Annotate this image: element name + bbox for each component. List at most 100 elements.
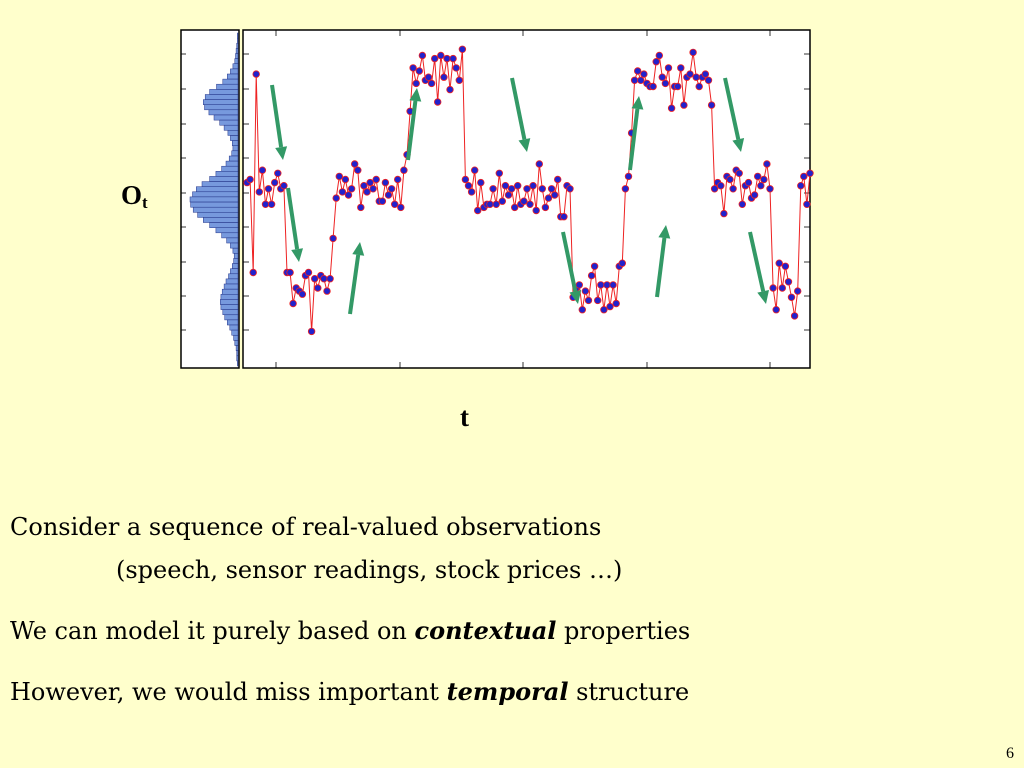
histogram-bar: [227, 319, 239, 326]
trend-arrow-shaft: [270, 84, 284, 148]
data-point: [726, 175, 734, 184]
data-point: [710, 185, 719, 193]
data-point: [797, 181, 805, 190]
histogram-bar: [223, 283, 239, 290]
data-point: [575, 281, 583, 289]
data-point: [351, 160, 359, 168]
data-point: [258, 166, 267, 174]
data-point: [369, 185, 377, 193]
data-point: [452, 64, 460, 72]
data-point: [560, 212, 568, 221]
line-3-post: properties: [556, 617, 691, 645]
data-point: [760, 175, 768, 184]
data-point: [744, 178, 753, 187]
data-point: [594, 296, 602, 305]
data-point: [357, 203, 365, 212]
data-point: [360, 181, 368, 190]
histogram-bar: [219, 119, 239, 126]
trend-arrows: [270, 77, 769, 315]
histogram-bar: [215, 227, 239, 234]
data-point: [590, 262, 599, 270]
data-point: [424, 73, 433, 81]
data-point: [246, 175, 254, 184]
y-axis-label-sub: t: [142, 193, 148, 212]
data-point: [649, 82, 657, 91]
bullet-line-1: Consider a sequence of real-valued obser…: [10, 513, 602, 541]
data-point: [630, 76, 639, 84]
data-point: [609, 281, 617, 289]
histogram-bar: [232, 247, 239, 254]
trend-arrow-head: [757, 290, 769, 304]
data-point: [624, 172, 633, 181]
histogram-bar: [231, 329, 239, 336]
histogram-bar: [232, 140, 239, 146]
data-point: [397, 203, 405, 212]
histogram-ticks: [181, 53, 186, 331]
data-point: [271, 178, 279, 187]
data-point: [489, 185, 497, 193]
data-point: [320, 275, 328, 283]
histogram-bar: [225, 278, 239, 285]
data-point: [526, 200, 534, 208]
data-point: [658, 73, 666, 81]
data-point: [787, 293, 796, 301]
histogram-bar: [213, 114, 239, 121]
trend-arrow-shaft: [748, 231, 766, 292]
histogram-bar: [204, 104, 239, 111]
histogram-bar: [225, 160, 239, 167]
histogram-bar: [190, 201, 239, 208]
histogram-bar: [232, 63, 239, 70]
histogram-bar: [222, 78, 239, 85]
histogram-bars: [189, 32, 239, 367]
data-point: [695, 82, 703, 91]
histogram-bar: [230, 68, 239, 75]
data-point: [329, 234, 337, 243]
data-point: [384, 191, 393, 199]
histogram-bar: [209, 176, 239, 182]
histogram-bar: [236, 42, 239, 49]
histogram-bar: [227, 130, 239, 136]
data-point: [547, 185, 556, 193]
data-point: [686, 70, 694, 78]
data-point: [431, 54, 439, 63]
data-point: [280, 181, 288, 190]
data-point: [701, 70, 710, 78]
histogram-bar: [228, 273, 239, 280]
histogram-bar: [203, 217, 239, 223]
data-point: [264, 185, 273, 193]
data-point: [492, 200, 500, 208]
y-axis-label: Ot: [121, 180, 148, 213]
data-point: [249, 268, 257, 277]
histogram-bar: [226, 237, 239, 244]
data-point: [311, 275, 319, 283]
histogram-bar: [220, 299, 239, 305]
trend-arrow-shaft: [561, 231, 578, 292]
data-point: [689, 48, 697, 57]
page-number: 6: [1006, 745, 1014, 762]
data-point: [674, 82, 682, 91]
data-point: [467, 188, 476, 196]
data-point: [680, 101, 688, 109]
data-point: [667, 104, 676, 112]
data-point: [790, 312, 799, 320]
data-point: [578, 306, 586, 314]
y-axis-label-main: O: [121, 180, 143, 210]
data-point: [532, 206, 540, 215]
data-point: [511, 203, 519, 212]
bullet-line-3: We can model it purely based on contextu…: [10, 616, 690, 645]
histogram-bar: [235, 345, 239, 351]
histogram-bar: [221, 232, 239, 239]
data-point: [781, 262, 790, 270]
trend-arrow-shaft: [628, 108, 640, 171]
histogram-bar: [209, 89, 239, 95]
histogram-bar: [230, 268, 239, 275]
bullet-line-2: (speech, sensor readings, stock prices ……: [116, 556, 623, 584]
trend-arrow-head: [352, 242, 365, 256]
data-point: [529, 181, 537, 190]
histogram-bar: [237, 37, 239, 44]
data-point: [535, 160, 543, 168]
data-point: [498, 197, 506, 205]
emphasis-contextual: contextual: [414, 616, 557, 645]
data-point: [507, 185, 516, 193]
observation-chart: [180, 29, 814, 369]
